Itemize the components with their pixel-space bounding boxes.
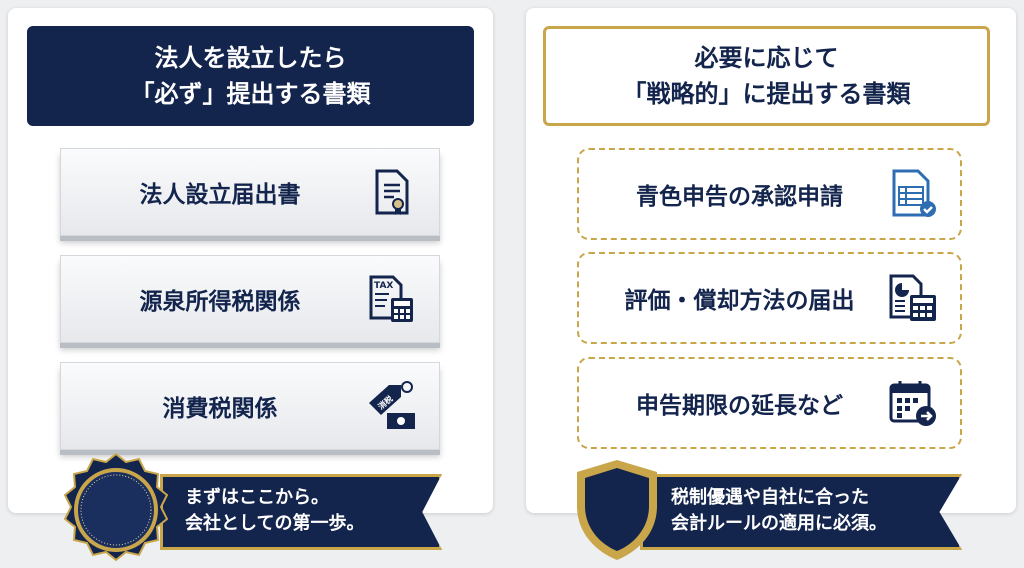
item-label: 消費税関係 [162,396,278,422]
right-panel: 必要に応じて「戦略的」に提出する書類 青色申告の承認申請 評価・償却方法の届出 … [526,8,1016,513]
left-item-consumption-tax: 消費税関係 消税 [60,362,440,450]
item-label: 評価・償却方法の届出 [624,288,855,314]
item-label: 青色申告の承認申請 [636,184,843,210]
right-item-deadline-extension: 申告期限の延長など [577,357,962,449]
approved-document-icon [892,169,936,217]
right-title-line2: 「戦略的」に提出する書類 [622,80,911,108]
item-label: 源泉所得税関係 [139,289,301,315]
tax-calculator-icon: TAX [369,275,413,322]
left-header: 法人を設立したら「必ず」提出する書類 [27,26,474,126]
left-badge-ribbon: まずはここから。会社としての第一歩。 [160,474,442,550]
right-item-valuation-depreciation: 評価・償却方法の届出 [577,252,962,344]
left-panel: 法人を設立したら「必ず」提出する書類 法人設立届出書 源泉所得税関係 TAX 消… [8,8,493,513]
icon-text: TAX [374,281,393,291]
right-badge-line1: 税制優遇や自社に合った [671,487,869,508]
right-item-blue-return: 青色申告の承認申請 [577,148,962,240]
seal-badge-icon [63,452,169,562]
report-calculator-icon [889,274,936,321]
right-title-line1: 必要に応じて [694,44,839,72]
certificate-icon [375,169,409,215]
shield-icon [577,460,657,560]
tax-tag-icon: 消税 [369,381,415,429]
right-badge-line2: 会計ルールの適用に必須。 [671,513,887,534]
left-badge-line1: まずはここから。 [185,487,329,508]
left-title-line2: 「必ず」提出する書類 [130,80,371,108]
right-badge-ribbon: 税制優遇や自社に合った会計ルールの適用に必須。 [640,474,962,550]
left-item-corporate-registration: 法人設立届出書 [60,148,440,236]
item-label: 申告期限の延長など [636,393,843,419]
right-header: 必要に応じて「戦略的」に提出する書類 [543,26,990,126]
left-badge-line2: 会社としての第一歩。 [185,513,365,534]
calendar-arrow-icon [889,381,936,426]
left-title-line1: 法人を設立したら [154,44,347,72]
item-label: 法人設立届出書 [139,182,301,208]
left-item-withholding-tax: 源泉所得税関係 TAX [60,255,440,343]
